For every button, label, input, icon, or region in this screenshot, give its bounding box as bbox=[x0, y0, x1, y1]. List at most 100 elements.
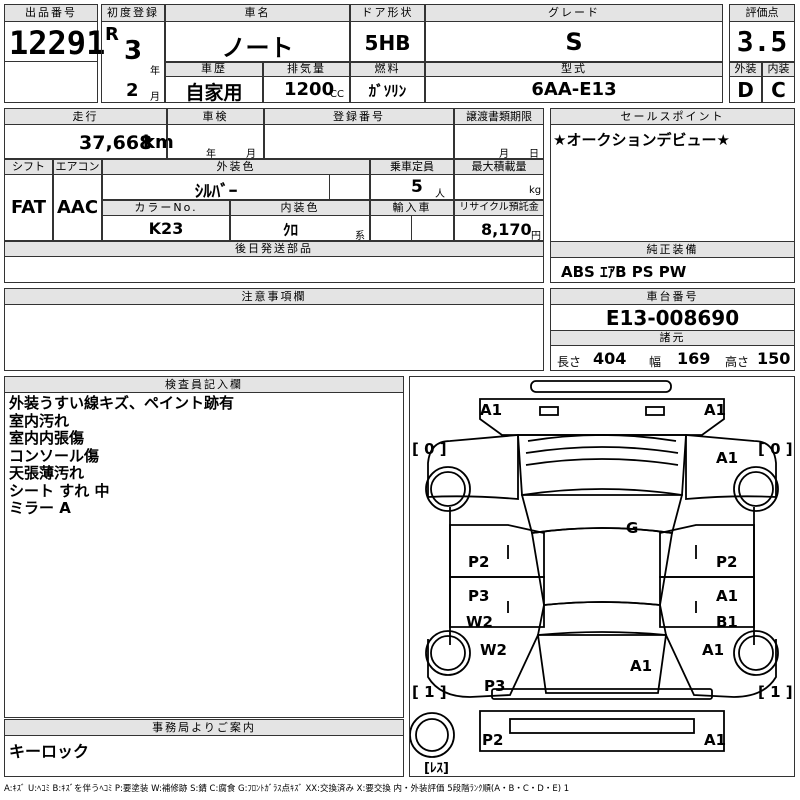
history-cell: 自家用 bbox=[165, 76, 263, 104]
damage-mark: G bbox=[626, 519, 639, 537]
history: 自家用 bbox=[185, 82, 243, 104]
int-color-header: 内装色 bbox=[230, 200, 370, 216]
shaken-month-unit: 月 bbox=[246, 149, 256, 160]
damage-mark: A1 bbox=[480, 401, 503, 419]
door-cell: 5HB bbox=[350, 21, 425, 62]
spec-header: 諸元 bbox=[550, 330, 795, 346]
doc-day-unit: 日 bbox=[529, 149, 539, 160]
score-header: 評価点 bbox=[729, 4, 795, 22]
km-unit: km bbox=[143, 132, 174, 153]
car-name-header: 車名 bbox=[165, 4, 350, 22]
load-cell: kg bbox=[454, 174, 544, 200]
equipment: ABS ｴｱB PS PW bbox=[561, 263, 687, 281]
damage-mark: A1 bbox=[704, 401, 727, 419]
color-extra bbox=[329, 174, 370, 200]
interior: C bbox=[771, 78, 786, 102]
equipment-cell: ABS ｴｱB PS PW bbox=[550, 257, 795, 283]
ac-cell: AAC bbox=[53, 174, 102, 241]
shaken-year-unit: 年 bbox=[206, 149, 216, 160]
car-name-cell: ノート bbox=[165, 21, 350, 62]
chassis: E13-008690 bbox=[605, 306, 740, 330]
damage-diagram: [ 0 ] [ 0 ] [ 1 ] [ 1 ] [ﾚｽ] A1 A1 A1 G … bbox=[409, 376, 795, 777]
exterior: D bbox=[737, 78, 754, 102]
tire-rear-right: [ 1 ] bbox=[758, 683, 793, 701]
inspector-header: 検査員記入欄 bbox=[4, 376, 404, 393]
grade-cell: S bbox=[425, 21, 723, 62]
car-outline-diagram bbox=[410, 380, 779, 758]
model-header: 型式 bbox=[425, 62, 723, 77]
grade: S bbox=[565, 28, 583, 56]
shift: FAT bbox=[10, 197, 47, 218]
width-label: 幅 bbox=[649, 355, 662, 369]
color: ｼﾙﾊﾞｰ bbox=[194, 182, 238, 202]
damage-mark: P3 bbox=[468, 587, 490, 605]
inspector-note: シート すれ 中 bbox=[9, 481, 110, 500]
damage-mark: A1 bbox=[716, 449, 739, 467]
import-cell-b bbox=[411, 215, 454, 241]
load-header: 最大積載量 bbox=[454, 159, 544, 175]
yen-unit: 円 bbox=[531, 231, 541, 242]
caution-header: 注意事項欄 bbox=[4, 288, 544, 305]
doc-cell: 月 日 bbox=[454, 124, 544, 160]
model: 6AA-E13 bbox=[531, 79, 617, 100]
damage-mark: P2 bbox=[716, 553, 738, 571]
damage-mark: A1 bbox=[630, 657, 653, 675]
mileage-header: 走行 bbox=[4, 108, 167, 125]
damage-mark: B1 bbox=[716, 613, 738, 631]
inspector-note: 室内汚れ bbox=[9, 411, 70, 430]
height-label: 高さ bbox=[725, 355, 750, 369]
door: 5HB bbox=[364, 31, 411, 55]
damage-mark: A1 bbox=[704, 731, 727, 749]
damage-mark: P3 bbox=[484, 677, 506, 695]
tire-rear-left: [ 1 ] bbox=[412, 683, 447, 701]
color-header: 外装色 bbox=[102, 159, 370, 175]
recycle-cell: 8,170 円 bbox=[454, 215, 544, 242]
int-color-cell: ｸﾛ 系 bbox=[230, 215, 370, 242]
shaken-header: 車検 bbox=[167, 108, 264, 125]
damage-mark: W2 bbox=[466, 613, 493, 631]
inspector-note: 室内内張傷 bbox=[9, 429, 85, 447]
inspector-note: 外装うすい線キズ、ペイント跡有 bbox=[9, 394, 235, 412]
door-header: ドア形状 bbox=[350, 4, 425, 22]
capacity: 5 bbox=[411, 177, 423, 197]
color-cell: ｼﾙﾊﾞｰ bbox=[102, 174, 330, 202]
shift-header: シフト bbox=[4, 159, 53, 175]
score: 3.5 bbox=[736, 25, 788, 58]
model-cell: 6AA-E13 bbox=[425, 76, 723, 103]
len: 404 bbox=[593, 349, 627, 368]
exterior-cell: D bbox=[729, 76, 762, 103]
capacity-unit: 人 bbox=[435, 189, 445, 200]
sales-point-cell: ★オークションデビュー★ bbox=[550, 124, 795, 242]
chassis-header: 車台番号 bbox=[550, 288, 795, 305]
color-no-cell: K23 bbox=[102, 215, 230, 241]
displacement-header: 排気量 bbox=[263, 62, 350, 77]
len-label: 長さ bbox=[557, 355, 582, 369]
car-name: ノート bbox=[221, 34, 294, 62]
grade-header: グレード bbox=[425, 4, 723, 22]
ac: AAC bbox=[56, 197, 99, 218]
exterior-header: 外装 bbox=[729, 62, 762, 77]
recycle: 8,170 bbox=[481, 220, 532, 239]
lot-no-header: 出品番号 bbox=[4, 4, 98, 22]
mileage: 37,668 bbox=[79, 132, 153, 154]
width: 169 bbox=[677, 349, 711, 368]
reg-year: 3 bbox=[124, 36, 143, 66]
office-note: キーロック bbox=[9, 742, 90, 761]
first-reg-header: 初度登録 bbox=[101, 4, 165, 22]
mileage-cell: 37,668 km bbox=[4, 124, 174, 159]
inspector-note: コンソール傷 bbox=[9, 446, 100, 465]
sales-point-header: セールスポイント bbox=[550, 108, 795, 125]
chassis-cell: E13-008690 bbox=[550, 304, 795, 331]
capacity-cell: 5 人 bbox=[370, 174, 454, 200]
sales-point: ★オークションデビュー★ bbox=[553, 131, 730, 149]
office-header: 事務局よりご案内 bbox=[4, 719, 404, 736]
int-color-unit: 系 bbox=[355, 231, 365, 242]
lot-no-blank bbox=[4, 61, 98, 103]
interior-cell: C bbox=[762, 76, 795, 103]
legend: A:ｷｽﾞ U:ﾍｺﾐ B:ｷｽﾞを伴うﾍｺﾐ P:要塗装 W:補修跡 S:錆 … bbox=[4, 784, 570, 794]
tire-front-left: [ 0 ] bbox=[412, 440, 447, 458]
doc-header: 譲渡書類期限 bbox=[454, 108, 544, 125]
height: 150 bbox=[757, 349, 791, 368]
inspector-notes: 外装うすい線キズ、ペイント跡有 室内汚れ 室内内張傷 コンソール傷 天張薄汚れ … bbox=[4, 392, 404, 718]
cc-unit: CC bbox=[330, 89, 344, 100]
